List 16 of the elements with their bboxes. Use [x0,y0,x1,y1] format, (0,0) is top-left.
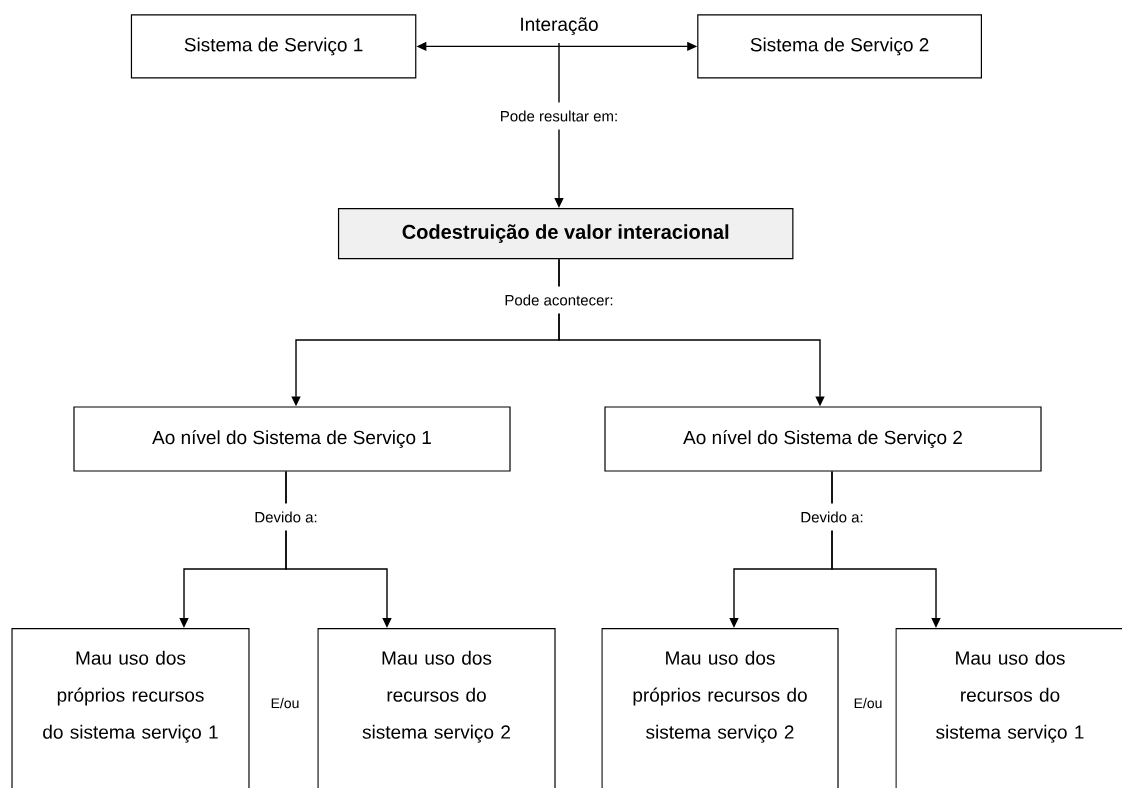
text-box: Sistema de Serviço 2 [697,14,982,79]
edge-label: Pode acontecer: [501,286,617,314]
text-box: Mau uso dos recursos do sistema serviço 2 [317,628,556,788]
edge-label: Devido a: [797,503,867,531]
edge-label: Devido a: [251,503,321,531]
text-box: Mau uso dos próprios recursos do sistema serviço 2 [601,628,839,788]
text-box: Ao nível do Sistema de Serviço 2 [604,406,1042,472]
text-box: Ao nível do Sistema de Serviço 1 [73,406,511,472]
text-box: Mau uso dos próprios recursos do sistema serviço 1 [11,628,250,788]
edge-label: Pode resultar em: [496,102,622,130]
connector-label: E/ou [271,697,299,709]
connector-label: E/ou [854,697,882,709]
text-box: Mau uso dos recursos do sistema serviço 1 [895,628,1122,788]
edge-label: Interação [516,9,602,43]
text-box: Sistema de Serviço 1 [130,14,417,79]
text-box: Codestruição de valor interacional [337,208,794,260]
